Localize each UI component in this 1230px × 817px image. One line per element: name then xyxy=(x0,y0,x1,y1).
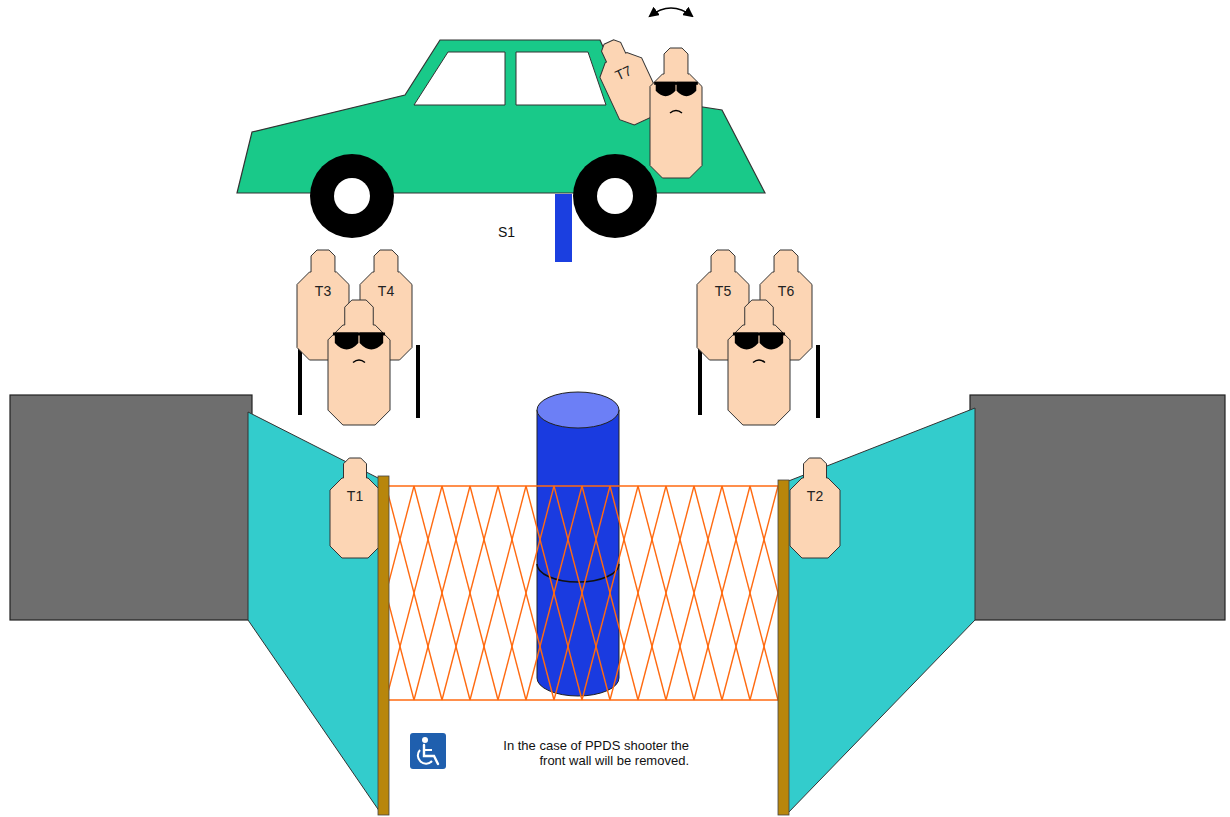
wall-panel xyxy=(786,408,975,815)
fence-rail xyxy=(386,699,782,701)
shoot-target: T7 xyxy=(588,32,666,129)
target-outline xyxy=(697,250,749,360)
shoot-target: T3 xyxy=(297,250,349,360)
wheelchair-icon xyxy=(410,733,446,769)
target-outline xyxy=(360,250,412,360)
shoot-target: T6 xyxy=(760,250,812,360)
wall xyxy=(970,395,1225,620)
target-outline xyxy=(790,458,840,558)
target-number: T1 xyxy=(330,488,380,504)
wall xyxy=(10,395,252,620)
no-shoot-target xyxy=(650,48,702,178)
barrel xyxy=(537,392,619,696)
start-position-label: S1 xyxy=(498,224,515,240)
start-post xyxy=(555,194,572,262)
target-outline xyxy=(297,250,349,360)
target-number: T5 xyxy=(697,283,749,299)
wall-panel xyxy=(248,412,382,815)
fence-mesh xyxy=(388,486,780,700)
target-outline xyxy=(330,458,380,558)
target-number: T4 xyxy=(360,283,412,299)
fence-post xyxy=(778,480,789,815)
target-outline xyxy=(760,250,812,360)
shoot-target: T4 xyxy=(360,250,412,360)
shoot-target: T1 xyxy=(330,458,380,558)
target-number: T3 xyxy=(297,283,349,299)
fence-rail xyxy=(386,485,782,487)
note-text: In the case of PPDS shooter the front wa… xyxy=(484,738,689,768)
car xyxy=(237,40,765,238)
shoot-target: T5 xyxy=(697,250,749,360)
target-number: T6 xyxy=(760,283,812,299)
swing-arrow xyxy=(650,8,692,16)
target-number: T2 xyxy=(790,488,840,504)
shoot-target: T2 xyxy=(790,458,840,558)
target-outline xyxy=(588,32,666,129)
